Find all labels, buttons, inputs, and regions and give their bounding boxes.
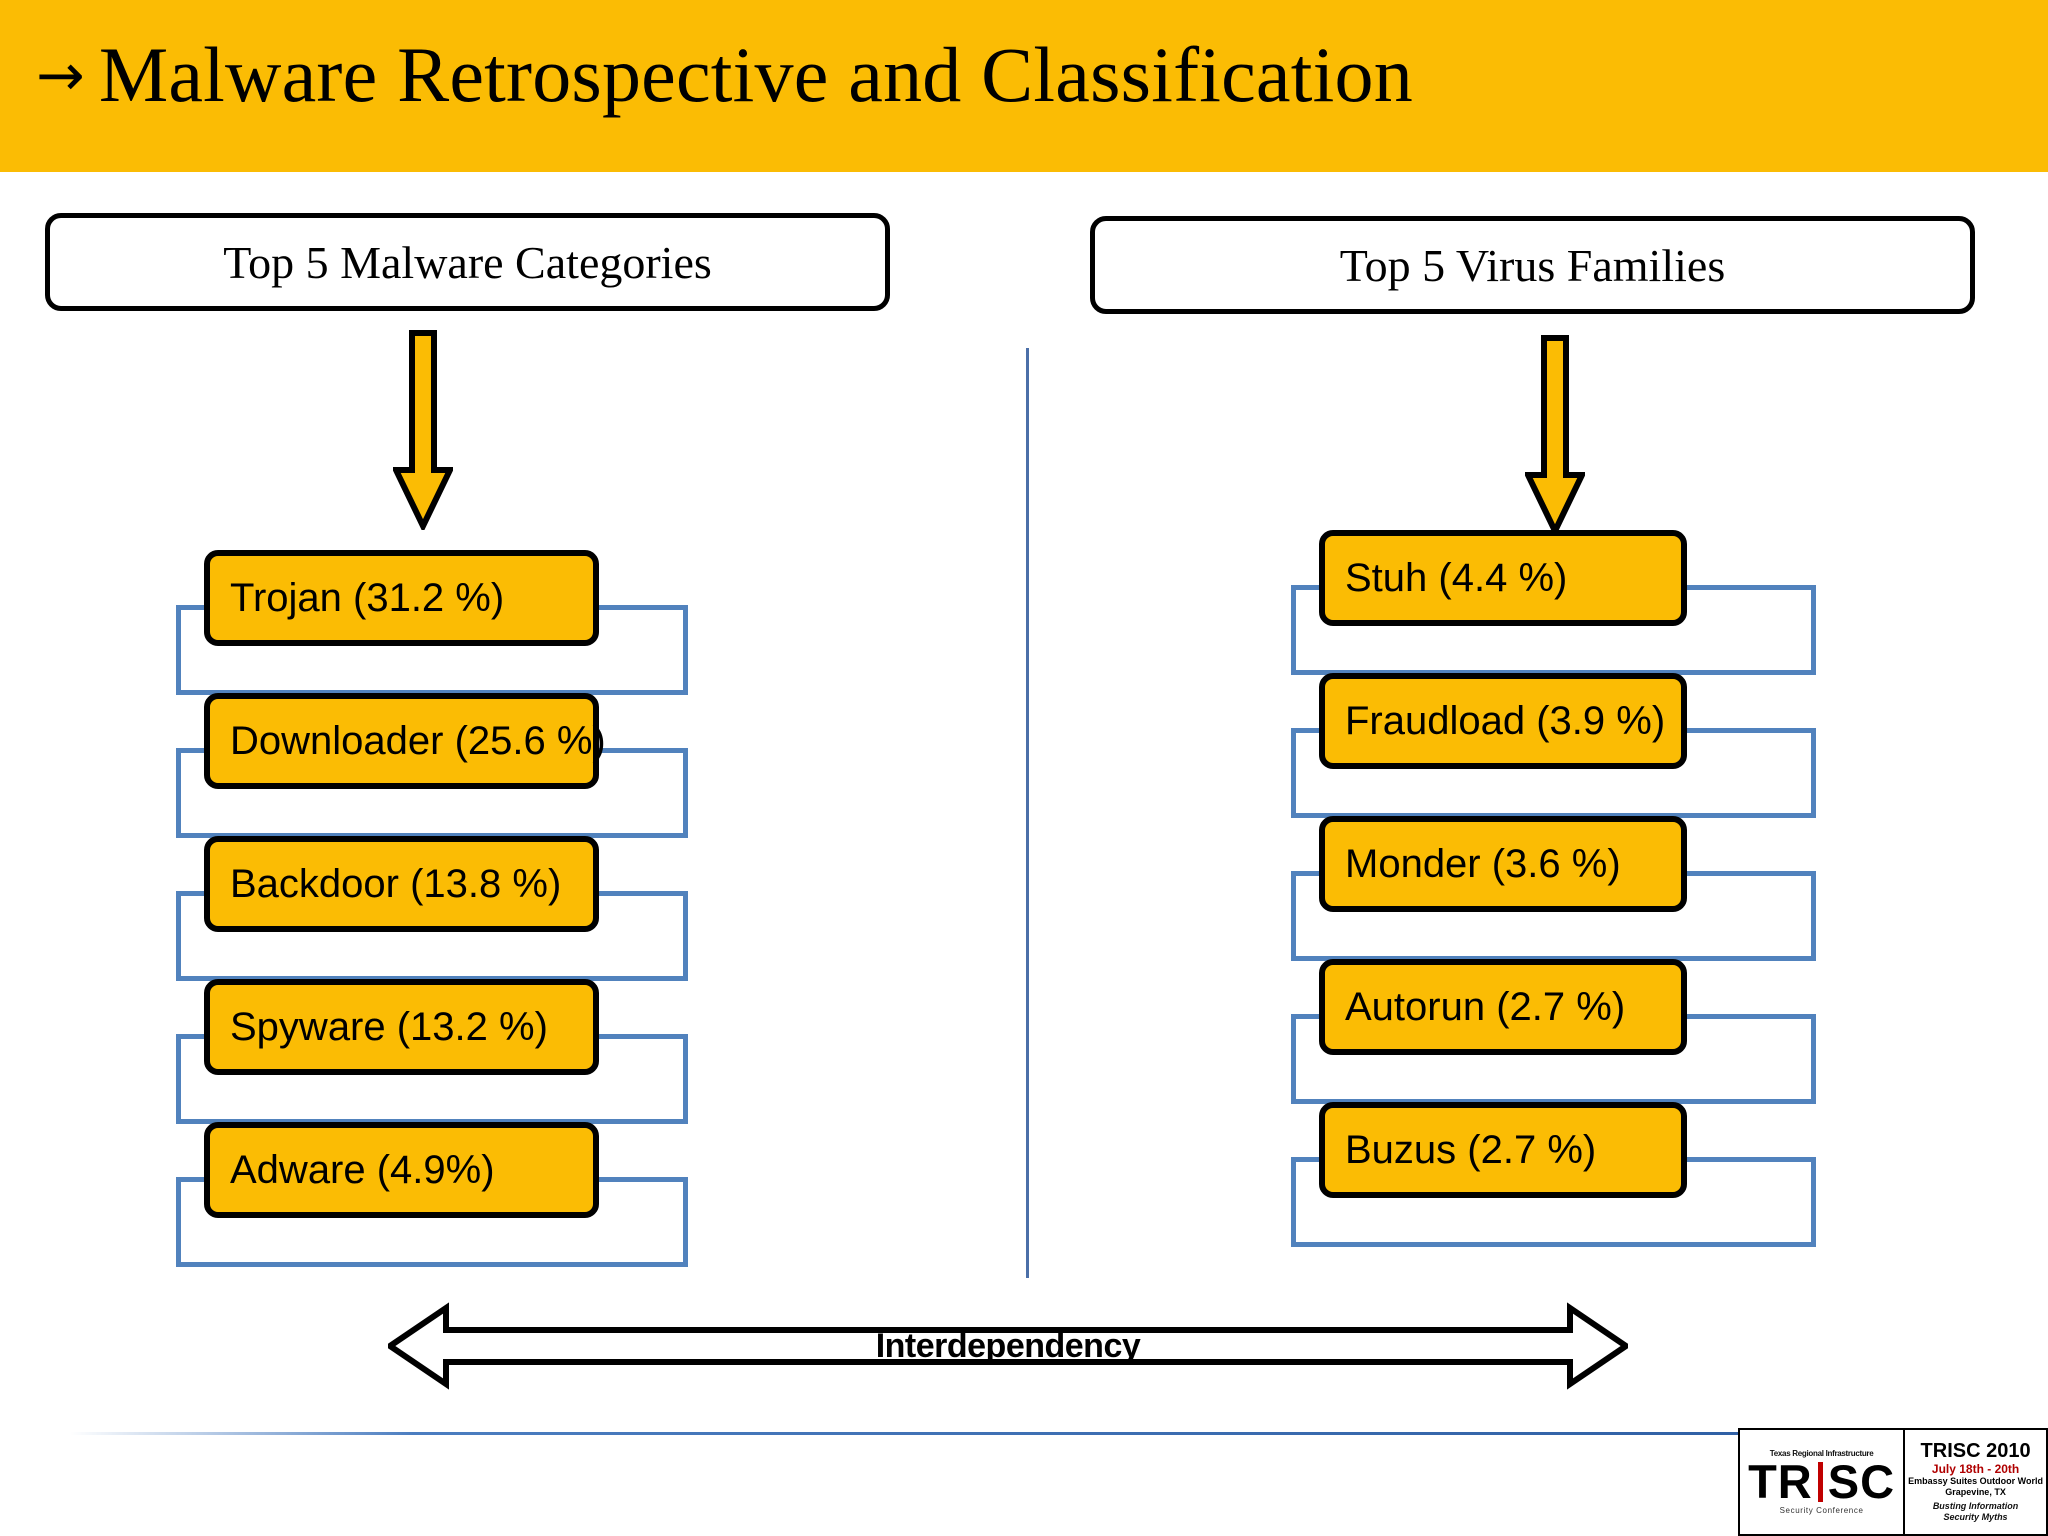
trisc-mark-bottom-label: Security Conference — [1779, 1506, 1864, 1515]
page-title: →Malware Retrospective and Classificatio… — [36, 20, 1936, 130]
list-item[interactable]: Backdoor (13.8 %) — [170, 836, 770, 981]
list-item[interactable]: Downloader (25.6 %) — [170, 693, 770, 838]
list-item[interactable]: Fraudload (3.9 %) — [1285, 673, 1885, 818]
trisc-divider-bar — [1817, 1462, 1823, 1502]
arrow-down-icon-left — [393, 330, 453, 530]
slide-title-bar: →Malware Retrospective and Classificatio… — [0, 0, 2048, 172]
trisc-mark-top-label: Texas Regional Infrastructure — [1769, 1449, 1874, 1458]
family-box[interactable]: Autorun (2.7 %) — [1319, 959, 1687, 1055]
category-box[interactable]: Trojan (31.2 %) — [204, 550, 599, 646]
list-item[interactable]: Trojan (31.2 %) — [170, 550, 770, 695]
list-item[interactable]: Spyware (13.2 %) — [170, 979, 770, 1124]
trisc-tagline-line1: Busting Information — [1932, 1501, 2019, 1511]
virus-family-list: Stuh (4.4 %) Fraudload (3.9 %) Monder (3… — [1285, 530, 1885, 1247]
list-item[interactable]: Monder (3.6 %) — [1285, 816, 1885, 961]
list-item[interactable]: Autorun (2.7 %) — [1285, 959, 1885, 1104]
column-divider — [1026, 348, 1029, 1278]
arrow-left-right-icon — [384, 1302, 1632, 1390]
family-box[interactable]: Buzus (2.7 %) — [1319, 1102, 1687, 1198]
arrow-down-icon-right — [1525, 335, 1585, 535]
column-header-label: Top 5 Malware Categories — [223, 236, 712, 288]
category-box[interactable]: Adware (4.9%) — [204, 1122, 599, 1218]
trisc-event-dates: July 18th - 20th — [1931, 1462, 2020, 1476]
family-box[interactable]: Monder (3.6 %) — [1319, 816, 1687, 912]
list-item[interactable]: Adware (4.9%) — [170, 1122, 770, 1267]
family-box[interactable]: Fraudload (3.9 %) — [1319, 673, 1687, 769]
trisc-mark-left: TR — [1748, 1455, 1813, 1508]
column-header-malware-categories: Top 5 Malware Categories — [45, 213, 890, 311]
column-header-virus-families: Top 5 Virus Families — [1090, 216, 1975, 314]
trisc-event-city: Grapevine, TX — [1945, 1487, 2006, 1497]
trisc-event-venue: Embassy Suites Outdoor World — [1908, 1476, 2043, 1486]
interdependency-label: Interdependency — [875, 1326, 1141, 1365]
trisc-tagline-line2: Security Myths — [1943, 1512, 2008, 1522]
malware-category-list: Trojan (31.2 %) Downloader (25.6 %) Back… — [170, 550, 770, 1267]
page-title-text: Malware Retrospective and Classification — [98, 31, 1413, 118]
trisc-event-year: TRISC 2010 — [1920, 1440, 2031, 1462]
trisc-event-info: TRISC 2010 July 18th - 20th Embassy Suit… — [1905, 1428, 2048, 1536]
category-box[interactable]: Backdoor (13.8 %) — [204, 836, 599, 932]
trisc-mark-main: TR SC — [1748, 1458, 1895, 1506]
category-box[interactable]: Downloader (25.6 %) — [204, 693, 606, 789]
trisc-wordmark: Texas Regional Infrastructure TR SC Secu… — [1738, 1428, 1906, 1536]
trisc-mark-right: SC — [1827, 1455, 1896, 1508]
interdependency-arrow: Interdependency — [384, 1300, 1632, 1392]
list-item[interactable]: Stuh (4.4 %) — [1285, 530, 1885, 675]
arrow-right-icon: → — [36, 41, 85, 109]
trisc-logo: Texas Regional Infrastructure TR SC Secu… — [1738, 1428, 2048, 1536]
footer-divider — [70, 1432, 1975, 1435]
list-item[interactable]: Buzus (2.7 %) — [1285, 1102, 1885, 1247]
family-box[interactable]: Stuh (4.4 %) — [1319, 530, 1687, 626]
trisc-tagline: Busting Information Security Myths — [1933, 1501, 2019, 1523]
category-box[interactable]: Spyware (13.2 %) — [204, 979, 599, 1075]
column-header-label: Top 5 Virus Families — [1339, 239, 1726, 291]
